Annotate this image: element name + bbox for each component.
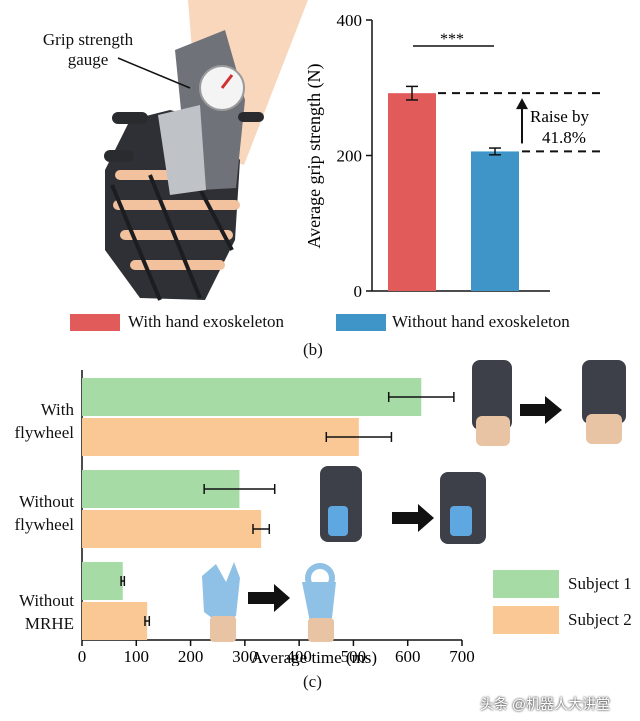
legend-swatch-with-exoskeleton	[70, 314, 120, 331]
y-tick-label: 0	[354, 282, 363, 301]
hand-photo-strip	[190, 356, 640, 646]
x-tick-label: 500	[341, 647, 367, 666]
figure-label-c: (c)	[303, 672, 322, 691]
figure-label-b: (b)	[303, 340, 323, 359]
y-axis-label: Average grip strength (N)	[304, 63, 325, 248]
legend-c: Subject 1 Subject 2	[488, 570, 640, 640]
watermark: 头条 @机器人大讲堂	[480, 696, 611, 712]
significance-marker: ***	[440, 31, 464, 48]
x-tick-label: 700	[449, 647, 475, 666]
x-tick-label: 600	[395, 647, 421, 666]
x-axis-label: Average time (ms)	[251, 648, 377, 666]
x-tick-label: 200	[178, 647, 204, 666]
y-tick-label: 400	[337, 11, 363, 30]
grip-strength-chart: Average grip strength (N) *** Raise by 4…	[304, 11, 602, 301]
gauge-label: Grip strength gauge	[42, 30, 134, 69]
raise-label-line2: 41.8%	[542, 128, 586, 147]
bar	[82, 602, 148, 640]
exoskeleton-grip-illustration	[0, 0, 310, 310]
raise-arrow-head	[516, 98, 528, 110]
legend-swatch-subject-1	[493, 570, 559, 598]
legend-label-with-exoskeleton: With hand exoskeleton	[128, 312, 285, 331]
x-tick-label: 0	[78, 647, 87, 666]
x-tick-label: 300	[232, 647, 258, 666]
x-tick-label: 400	[286, 647, 312, 666]
bar	[471, 151, 519, 291]
legend-swatch-without-exoskeleton	[336, 314, 386, 331]
bar	[82, 418, 359, 456]
legend-label-subject-2: Subject 2	[568, 610, 632, 629]
bar	[82, 510, 262, 548]
average-time-chart: Average time (ms) 0 100 200 300 400 500 600 700	[78, 370, 475, 666]
legend-label-without-exoskeleton: Without hand exoskeleton	[392, 312, 570, 331]
x-tick-label: 100	[124, 647, 150, 666]
bar	[82, 378, 422, 416]
legend-label-subject-1: Subject 1	[568, 574, 632, 593]
raise-label-line1: Raise by	[530, 107, 590, 126]
bar	[388, 93, 436, 291]
legend-b: With hand exoskeleton Without hand exosk…	[0, 312, 640, 336]
bar	[82, 562, 123, 600]
y-tick-label: 200	[337, 147, 363, 166]
legend-swatch-subject-2	[493, 606, 559, 634]
